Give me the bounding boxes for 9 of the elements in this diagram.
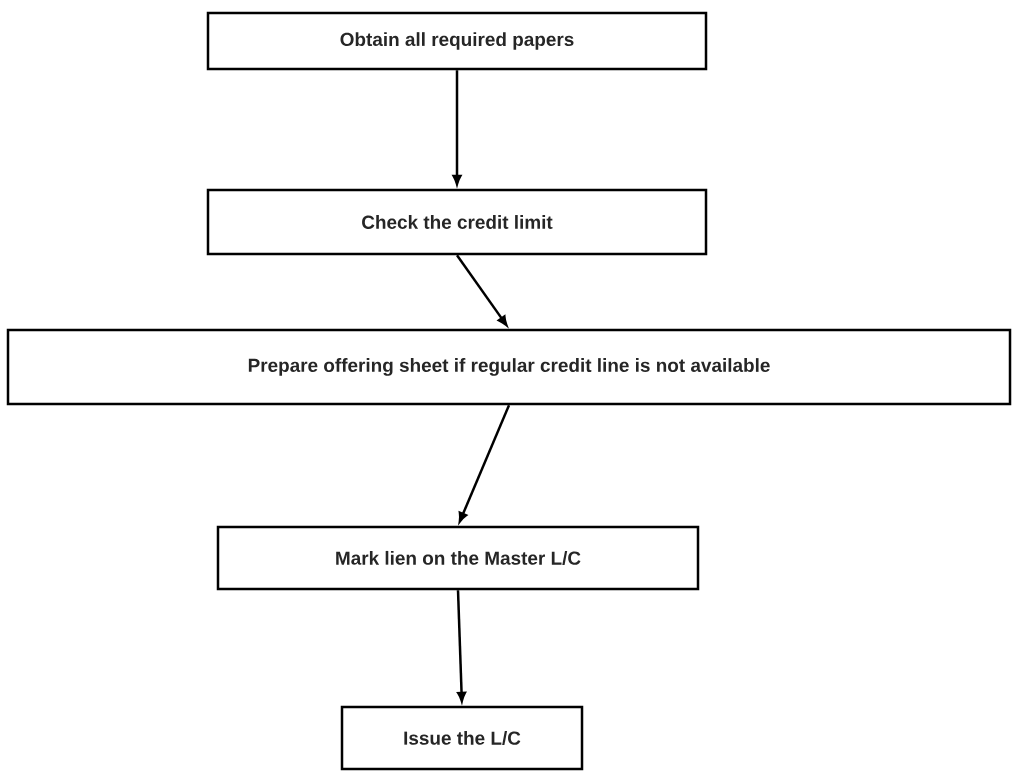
- process-box: Check the credit limit: [206, 188, 708, 256]
- arrow: [456, 254, 508, 326]
- arrow: [456, 590, 467, 703]
- arrow: [458, 404, 511, 523]
- process-box: Issue the L/C: [340, 705, 584, 771]
- arrow: [452, 70, 462, 186]
- process-box: Prepare offering sheet if regular credit line is not available: [6, 328, 1012, 406]
- process-box: Mark lien on the Master L/C: [216, 525, 700, 591]
- process-box: Obtain all required papers: [206, 11, 708, 71]
